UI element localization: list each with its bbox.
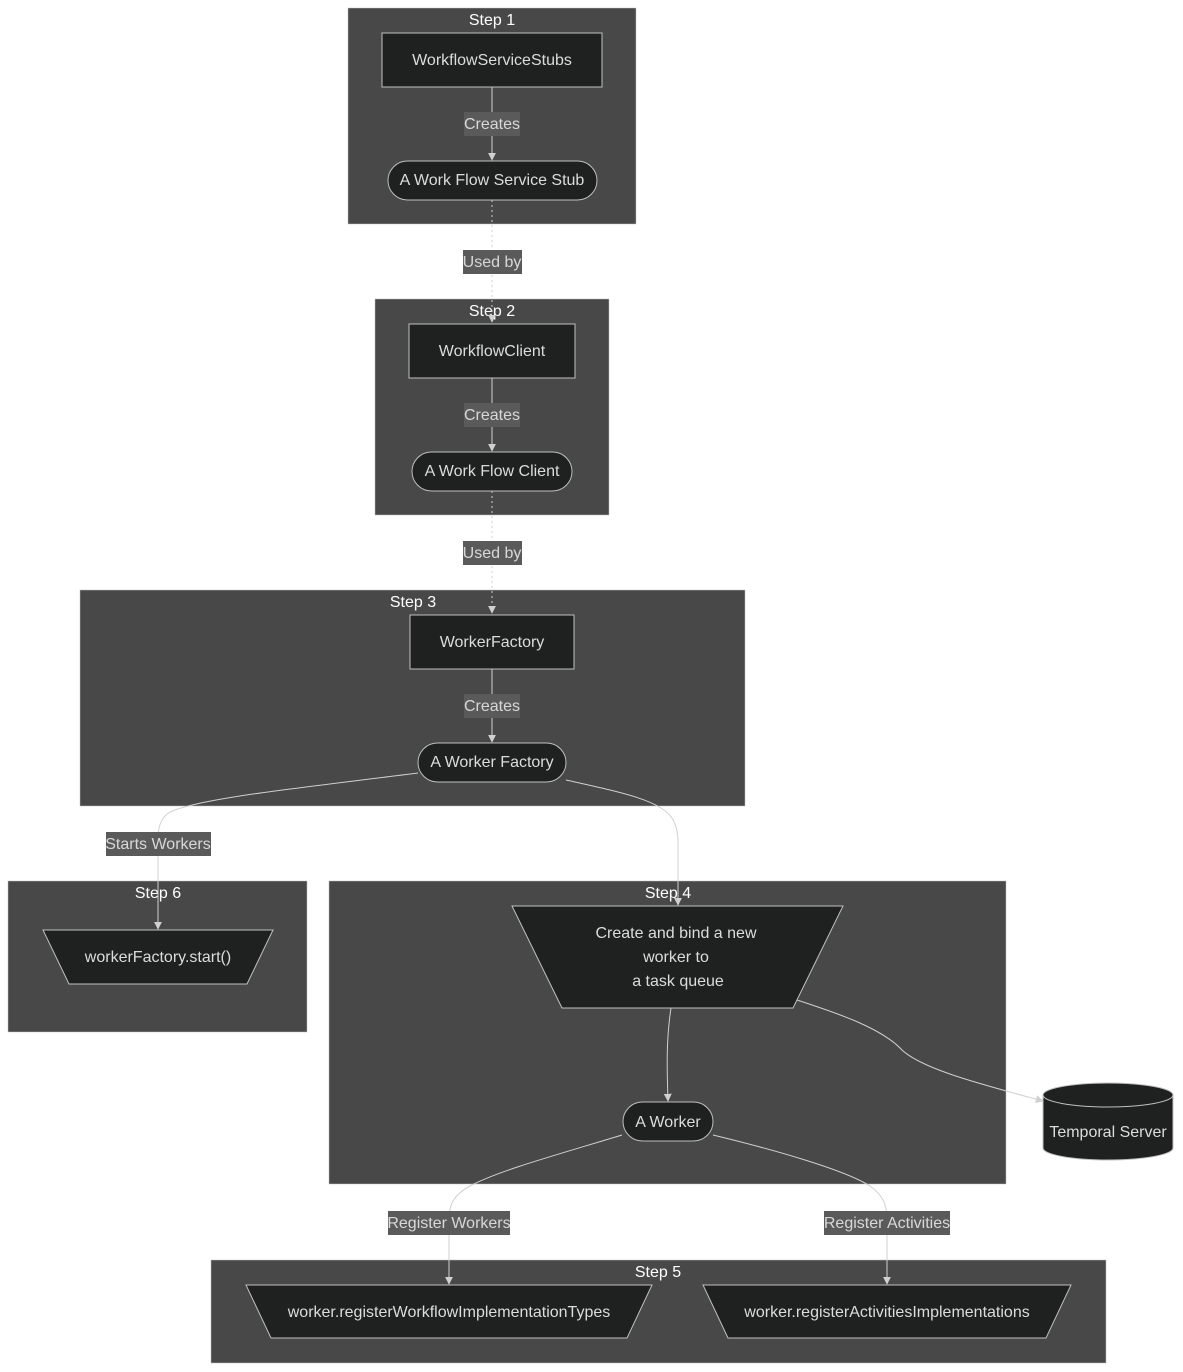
edge-register-workers	[445, 1134, 623, 1285]
edge-factory-to-create	[565, 779, 682, 906]
node-workflow-service-stubs-text: WorkflowServiceStubs	[412, 52, 572, 69]
node-a-worker: A Worker	[622, 1101, 714, 1142]
edge-label-starts-workers-text: Starts Workers	[105, 836, 211, 853]
node-temporal-server-text: Temporal Server	[1049, 1124, 1167, 1141]
edge-register-activities	[712, 1134, 891, 1285]
edge-label-creates-2-text: Creates	[464, 407, 520, 424]
edge-label-creates-2: Creates	[464, 403, 520, 427]
node-create-bind-line-1: Create and bind a new	[596, 925, 757, 942]
node-worker-factory-text: WorkerFactory	[440, 634, 545, 651]
node-create-bind-line-3: a task queue	[632, 973, 724, 990]
edge-label-creates-1: Creates	[464, 112, 520, 136]
edge-label-creates-1-text: Creates	[464, 116, 520, 133]
edge-label-register-workers: Register Workers	[387, 1211, 511, 1235]
node-workflow-client-text: WorkflowClient	[439, 343, 546, 360]
node-a-worker-factory: A Worker Factory	[417, 742, 567, 783]
node-create-and-bind-worker: Create and bind a new worker to a task q…	[511, 905, 844, 1009]
node-temporal-server: Temporal Server	[1042, 1082, 1174, 1161]
edge-label-register-activities-text: Register Activities	[824, 1215, 950, 1232]
node-work-flow-client-text: A Work Flow Client	[425, 463, 560, 480]
node-work-flow-service-stub-text: A Work Flow Service Stub	[400, 172, 585, 189]
edge-label-used-by-1: Used by	[463, 250, 522, 274]
node-worker-factory: WorkerFactory	[409, 614, 575, 670]
edge-label-used-by-1-text: Used by	[463, 254, 522, 271]
node-work-flow-service-stub: A Work Flow Service Stub	[387, 160, 598, 201]
edge-label-creates-3: Creates	[464, 694, 520, 718]
edge-label-starts-workers: Starts Workers	[105, 832, 211, 856]
node-workflow-client: WorkflowClient	[408, 323, 576, 379]
edge-label-used-by-2-text: Used by	[463, 545, 522, 562]
node-work-flow-client: A Work Flow Client	[411, 451, 573, 492]
node-worker-factory-start: workerFactory.start()	[42, 929, 274, 985]
node-create-bind-line-2: worker to	[642, 949, 709, 966]
edge-create-to-server	[796, 999, 1044, 1103]
edge-label-used-by-2: Used by	[463, 541, 522, 565]
step-5-label: Step 5	[635, 1264, 681, 1281]
node-register-activities-impl: worker.registerActivitiesImplementations	[702, 1284, 1072, 1339]
node-register-workflow-impl-text: worker.registerWorkflowImplementationTyp…	[287, 1304, 611, 1321]
edge-label-register-activities: Register Activities	[824, 1211, 950, 1235]
step-3-label: Step 3	[390, 594, 436, 611]
node-a-worker-factory-text: A Worker Factory	[430, 754, 553, 771]
edge-label-creates-3-text: Creates	[464, 698, 520, 715]
edge-label-register-workers-text: Register Workers	[387, 1215, 510, 1232]
edge-starts-workers	[154, 772, 419, 930]
node-workflow-service-stubs: WorkflowServiceStubs	[381, 32, 603, 88]
node-worker-factory-start-text: workerFactory.start()	[84, 949, 231, 966]
step-1-label: Step 1	[469, 12, 515, 29]
step-4-label: Step 4	[645, 885, 691, 902]
node-register-activities-impl-text: worker.registerActivitiesImplementations	[743, 1304, 1029, 1321]
node-register-workflow-impl: worker.registerWorkflowImplementationTyp…	[245, 1284, 653, 1339]
node-a-worker-text: A Worker	[635, 1114, 701, 1131]
edge-create-to-worker	[663, 1007, 672, 1102]
